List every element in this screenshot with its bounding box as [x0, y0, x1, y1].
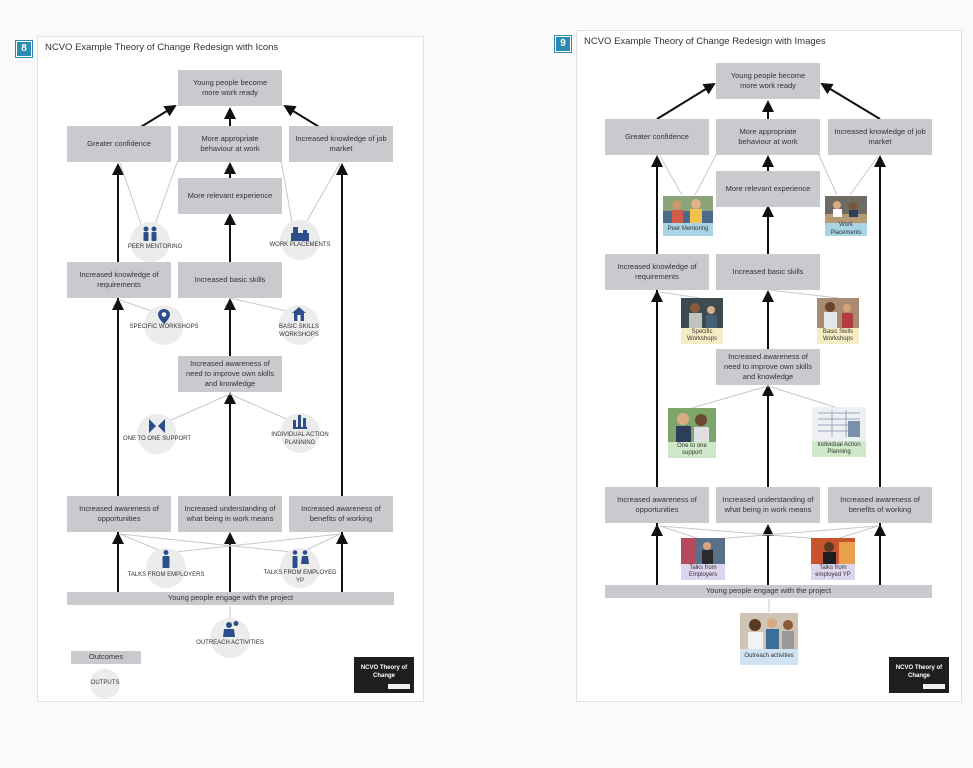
- panel-number-badge: 9: [554, 35, 572, 53]
- panel-title: NCVO Example Theory of Change Redesign w…: [584, 36, 826, 47]
- one-to-one-photo: [668, 408, 716, 442]
- person-icon: [162, 550, 170, 568]
- talks-yp-photo: [811, 538, 855, 564]
- bar-engage: Young people engage with the project: [605, 585, 932, 598]
- box-opportunities: Increased awareness of opportunities: [67, 496, 171, 532]
- box-opportunities: Increased awareness of opportunities: [605, 487, 709, 523]
- legend-outputs: OUTPUTS: [90, 680, 120, 686]
- box-understanding: Increased understanding of what being in…: [178, 496, 282, 532]
- box-basic-skills: Increased basic skills: [178, 262, 282, 298]
- card-title: NCVO Theory of Change: [360, 665, 408, 679]
- activity-caption: Peer Mentoring: [663, 223, 713, 236]
- activity-label: PEER MENTORING: [127, 244, 183, 250]
- outreach-photo: [740, 613, 798, 649]
- activity-talks-yp: [280, 548, 320, 588]
- two-people-icon: [292, 550, 309, 568]
- activity-one-to-one: [137, 414, 177, 454]
- box-benefits: Increased awareness of benefits of worki…: [828, 487, 932, 523]
- bar-chart-icon: [293, 415, 307, 429]
- activity-caption: Individual Action Planning: [812, 441, 866, 457]
- box-experience: More relevant experience: [178, 178, 282, 214]
- activity-label: OUTREACH ACTIVITIES: [196, 640, 264, 646]
- card-button[interactable]: [923, 684, 945, 689]
- card-ncvo-theory[interactable]: NCVO Theory of Change: [354, 657, 414, 693]
- box-confidence: Greater confidence: [605, 119, 709, 155]
- panel-number-badge: 8: [15, 40, 33, 58]
- work-placements-photo: [825, 196, 867, 223]
- talks-employers-photo: [681, 538, 725, 564]
- activity-label: WORK PLACEMENTS: [269, 242, 331, 248]
- activity-caption: Outreach activities: [740, 649, 798, 665]
- activity-caption: Talks from employed YP: [811, 564, 855, 580]
- box-job-market: Increased knowledge of job market: [828, 119, 932, 155]
- specific-workshops-photo: [681, 298, 723, 328]
- card-button[interactable]: [388, 684, 410, 689]
- box-behaviour: More appropriate behaviour at work: [178, 126, 282, 162]
- box-awareness-skills: Increased awareness of need to improve o…: [178, 356, 282, 392]
- legend-outcomes: Outcomes: [71, 651, 141, 664]
- box-confidence: Greater confidence: [67, 126, 171, 162]
- box-experience: More relevant experience: [716, 171, 820, 207]
- box-requirements: Increased knowledge of requirements: [605, 254, 709, 290]
- activity-caption: Specific Workshops: [681, 328, 723, 344]
- briefcase-icon: [291, 227, 309, 241]
- activity-label: ONE TO ONE SUPPORT: [122, 436, 191, 442]
- activity-caption: One to one support: [668, 442, 716, 458]
- legend-outputs-circle: [90, 669, 120, 699]
- people-icon: [143, 226, 157, 241]
- box-understanding: Increased understanding of what being in…: [716, 487, 820, 523]
- box-work-ready: Young people become more work ready: [716, 63, 820, 99]
- activity-caption: Talks from Employers: [681, 564, 725, 580]
- activity-label: TALKS FROM EMPLOYED YP: [263, 570, 337, 584]
- box-work-ready: Young people become more work ready: [178, 70, 282, 106]
- panel-title: NCVO Example Theory of Change Redesign w…: [45, 42, 279, 53]
- box-benefits: Increased awareness of benefits of worki…: [289, 496, 393, 532]
- box-awareness-skills: Increased awareness of need to improve o…: [716, 349, 820, 385]
- house-icon: [292, 307, 306, 321]
- location-pin-icon: [158, 309, 170, 324]
- basic-skills-workshops-photo: [817, 298, 859, 328]
- card-title: NCVO Theory of Change: [895, 665, 943, 679]
- box-behaviour: More appropriate behaviour at work: [716, 119, 820, 155]
- activity-label: BASIC SKILLS WORKSHOPS: [278, 324, 320, 338]
- box-basic-skills: Increased basic skills: [716, 254, 820, 290]
- activity-caption: Basic Skills Workshops: [817, 328, 859, 344]
- box-job-market: Increased knowledge of job market: [289, 126, 393, 162]
- activity-caption: Work Placements: [825, 222, 867, 236]
- card-ncvo-theory[interactable]: NCVO Theory of Change: [889, 657, 949, 693]
- individual-action-photo: [812, 407, 866, 441]
- bar-engage: Young people engage with the project: [67, 592, 394, 605]
- outreach-icon: [223, 621, 239, 637]
- hourglass-icon: [149, 419, 165, 433]
- activity-peer-mentoring: [130, 222, 170, 262]
- box-requirements: Increased knowledge of requirements: [67, 262, 171, 298]
- activity-label: INDIVIDUAL ACTION PLANNING: [271, 432, 329, 446]
- activity-label: SPECIFIC WORKSHOPS: [129, 324, 199, 330]
- activity-label: TALKS FROM EMPLOYERS: [127, 572, 205, 578]
- peer-mentoring-photo: [663, 196, 713, 223]
